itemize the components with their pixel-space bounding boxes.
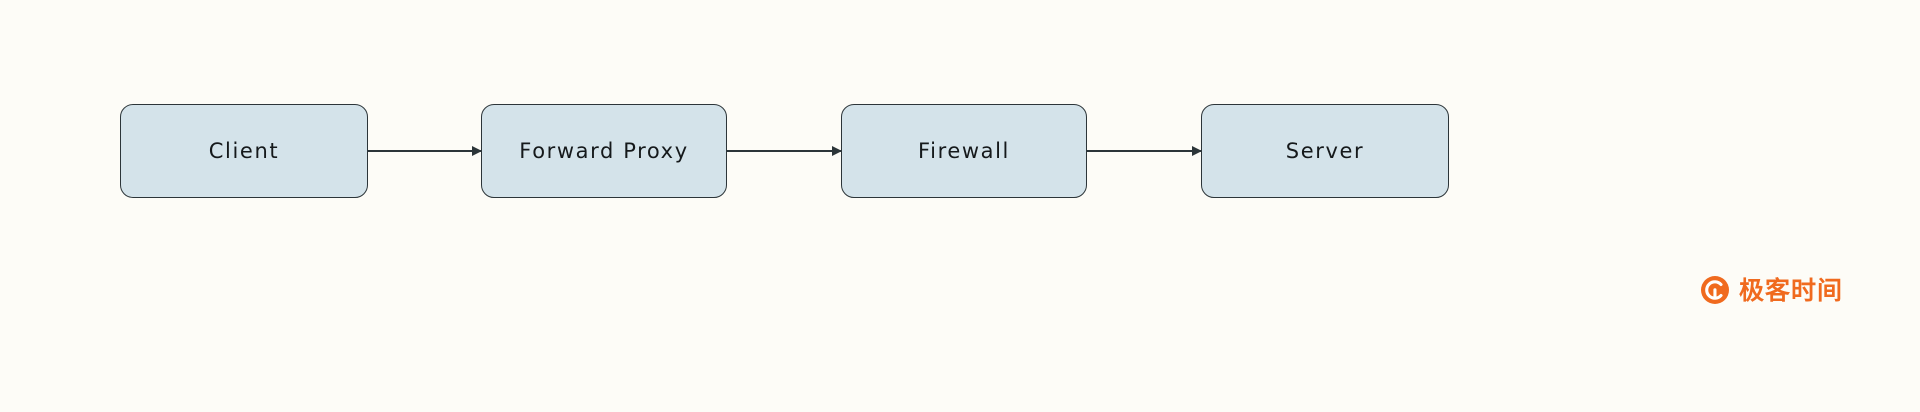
- node-label-server: Server: [1285, 139, 1365, 163]
- arrowhead-icon: [1192, 146, 1202, 156]
- edge-client-to-forward-proxy: [368, 146, 482, 156]
- edge-line: [727, 150, 841, 152]
- node-forward-proxy[interactable]: Forward Proxy: [481, 104, 727, 198]
- watermark: 极客时间: [1700, 275, 1843, 305]
- node-label-firewall: Firewall: [918, 139, 1010, 163]
- arrowhead-icon: [832, 146, 842, 156]
- edge-line: [1087, 150, 1201, 152]
- node-server[interactable]: Server: [1201, 104, 1449, 198]
- edge-line: [368, 150, 481, 152]
- arrowhead-icon: [472, 146, 482, 156]
- geektime-logo-icon: [1700, 275, 1730, 305]
- edge-firewall-to-server: [1087, 146, 1202, 156]
- node-client[interactable]: Client: [120, 104, 368, 198]
- node-firewall[interactable]: Firewall: [841, 104, 1087, 198]
- node-label-forward-proxy: Forward Proxy: [519, 139, 689, 163]
- edge-forward-proxy-to-firewall: [727, 146, 842, 156]
- node-label-client: Client: [208, 139, 280, 163]
- watermark-text: 极客时间: [1739, 275, 1844, 305]
